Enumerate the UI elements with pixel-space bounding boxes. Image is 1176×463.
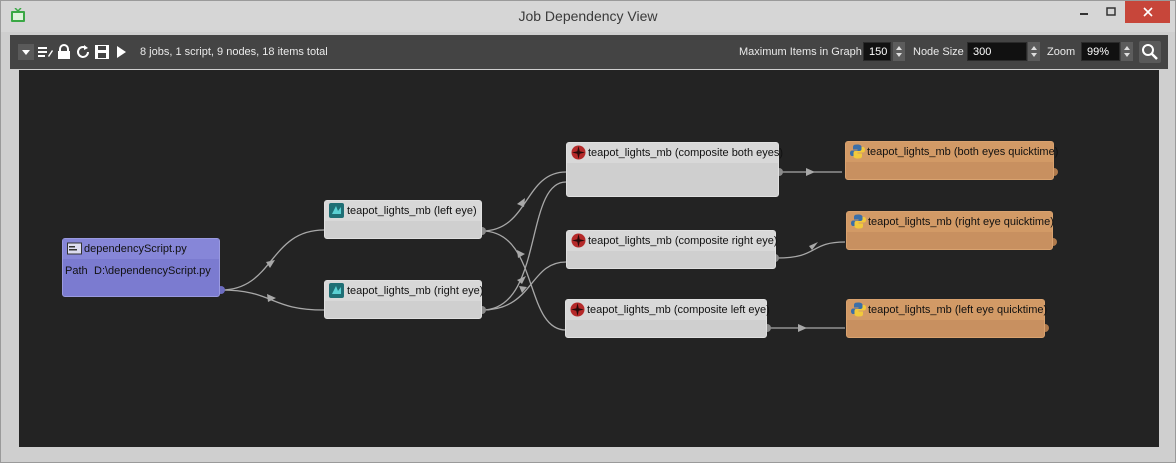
max-items-stepper[interactable] xyxy=(893,42,905,61)
script-path-value: D:\dependencyScript.py xyxy=(94,265,211,277)
edit-list-button[interactable] xyxy=(37,43,53,60)
maya-render-icon xyxy=(329,203,344,218)
job-node-label: teapot_lights_mb (composite both eyes) xyxy=(588,147,784,159)
arrow-marker xyxy=(519,286,527,293)
app-tv-icon xyxy=(11,8,25,22)
lock-icon xyxy=(58,43,70,59)
job-node-label: teapot_lights_mb (left eye quicktime) xyxy=(868,304,1048,316)
node-size-input[interactable]: 300 xyxy=(967,42,1027,61)
node-size-stepper[interactable] xyxy=(1028,42,1040,61)
dropdown-button[interactable] xyxy=(18,43,34,60)
arrow-marker xyxy=(267,294,276,302)
python-icon xyxy=(851,302,866,317)
save-icon xyxy=(95,44,109,59)
arrow-marker xyxy=(809,242,818,250)
job-node-quicktime-right-eye[interactable]: teapot_lights_mb (right eye quicktime) xyxy=(846,211,1054,250)
script-path-label: Path xyxy=(65,265,88,277)
zoom-input[interactable]: 99% xyxy=(1081,42,1120,61)
nuke-composite-icon xyxy=(571,233,586,248)
play-button[interactable] xyxy=(113,43,129,60)
edge-comp-right-to-qt-right xyxy=(776,241,846,259)
node-header xyxy=(325,281,481,301)
nuke-composite-icon xyxy=(571,145,586,160)
refresh-button[interactable] xyxy=(75,43,91,60)
edge-left-eye-to-comp-both xyxy=(481,171,567,232)
node-header xyxy=(325,201,481,221)
job-node-quicktime-left-eye[interactable]: teapot_lights_mb (left eye quicktime) xyxy=(846,299,1048,338)
close-icon xyxy=(1142,7,1153,17)
maximize-button[interactable] xyxy=(1098,1,1124,23)
node-header xyxy=(847,300,1044,320)
node-header xyxy=(567,231,775,251)
edge-right-eye-to-comp-both xyxy=(481,181,567,311)
title-bar[interactable]: Job Dependency View xyxy=(1,1,1175,32)
graph-summary: 8 jobs, 1 script, 9 nodes, 18 items tota… xyxy=(140,46,328,58)
maya-render-icon xyxy=(329,283,344,298)
toolbar-icons xyxy=(18,43,129,60)
edge-script-to-right-eye xyxy=(220,289,325,311)
arrow-marker xyxy=(798,324,807,332)
edge-script-to-left-eye xyxy=(220,229,325,291)
python-icon xyxy=(850,144,865,159)
arrow-marker xyxy=(517,276,526,284)
job-node-quicktime-both-eyes[interactable]: teapot_lights_mb (both eyes quicktime) xyxy=(845,141,1058,180)
minimize-button[interactable] xyxy=(1070,1,1098,23)
zoom-label: Zoom xyxy=(1047,46,1076,58)
toolbar: 8 jobs, 1 script, 9 nodes, 18 items tota… xyxy=(10,35,1168,69)
job-node-composite-left-eye[interactable]: teapot_lights_mb (composite left eye) xyxy=(565,299,770,338)
max-items-label: Maximum Items in Graph xyxy=(739,46,862,58)
node-size-label: Node Size xyxy=(913,46,964,58)
arrow-marker xyxy=(266,260,275,268)
job-node-left-eye[interactable]: teapot_lights_mb (left eye) xyxy=(324,200,482,239)
close-button[interactable] xyxy=(1125,1,1170,23)
dependency-graph-canvas[interactable]: dependencyScript.py Path D:\dependencySc… xyxy=(19,70,1159,447)
refresh-icon xyxy=(77,44,89,58)
arrow-marker xyxy=(517,198,525,207)
minimize-icon xyxy=(1080,13,1088,15)
node-header xyxy=(567,143,778,163)
script-node-header xyxy=(63,239,219,259)
node-header xyxy=(566,300,766,320)
nuke-composite-icon xyxy=(570,302,585,317)
job-node-label: teapot_lights_mb (right eye quicktime) xyxy=(868,216,1054,228)
search-button[interactable] xyxy=(1139,41,1161,63)
save-button[interactable] xyxy=(94,43,110,60)
search-icon xyxy=(1142,44,1158,60)
python-icon xyxy=(851,214,866,229)
dropdown-icon xyxy=(18,43,34,60)
max-items-input[interactable]: 150 xyxy=(863,42,891,61)
job-node-label: teapot_lights_mb (composite left eye) xyxy=(587,304,770,316)
job-node-composite-both-eyes[interactable]: teapot_lights_mb (composite both eyes) xyxy=(566,142,783,197)
zoom-stepper[interactable] xyxy=(1121,42,1133,61)
edge-right-eye-to-comp-right xyxy=(481,261,567,311)
arrow-marker xyxy=(806,168,815,176)
window-title: Job Dependency View xyxy=(518,8,658,24)
job-node-label: teapot_lights_mb (left eye) xyxy=(347,205,477,217)
edit-list-icon xyxy=(38,46,53,57)
play-icon xyxy=(117,45,126,58)
job-node-label: teapot_lights_mb (composite right eye) xyxy=(588,235,778,247)
maximize-icon xyxy=(1106,7,1116,16)
job-node-composite-right-eye[interactable]: teapot_lights_mb (composite right eye) xyxy=(566,230,778,269)
job-node-label: teapot_lights_mb (right eye) xyxy=(347,285,484,297)
node-header xyxy=(847,212,1052,232)
lock-button[interactable] xyxy=(56,43,72,60)
script-node-title: dependencyScript.py xyxy=(84,243,187,255)
job-node-right-eye[interactable]: teapot_lights_mb (right eye) xyxy=(324,280,484,319)
script-node[interactable]: dependencyScript.py Path D:\dependencySc… xyxy=(62,238,220,297)
edge-left-eye-to-comp-left xyxy=(481,230,567,331)
script-file-icon xyxy=(67,242,82,255)
arrow-marker xyxy=(517,250,525,258)
job-node-label: teapot_lights_mb (both eyes quicktime) xyxy=(867,146,1059,158)
node-header xyxy=(846,142,1053,162)
